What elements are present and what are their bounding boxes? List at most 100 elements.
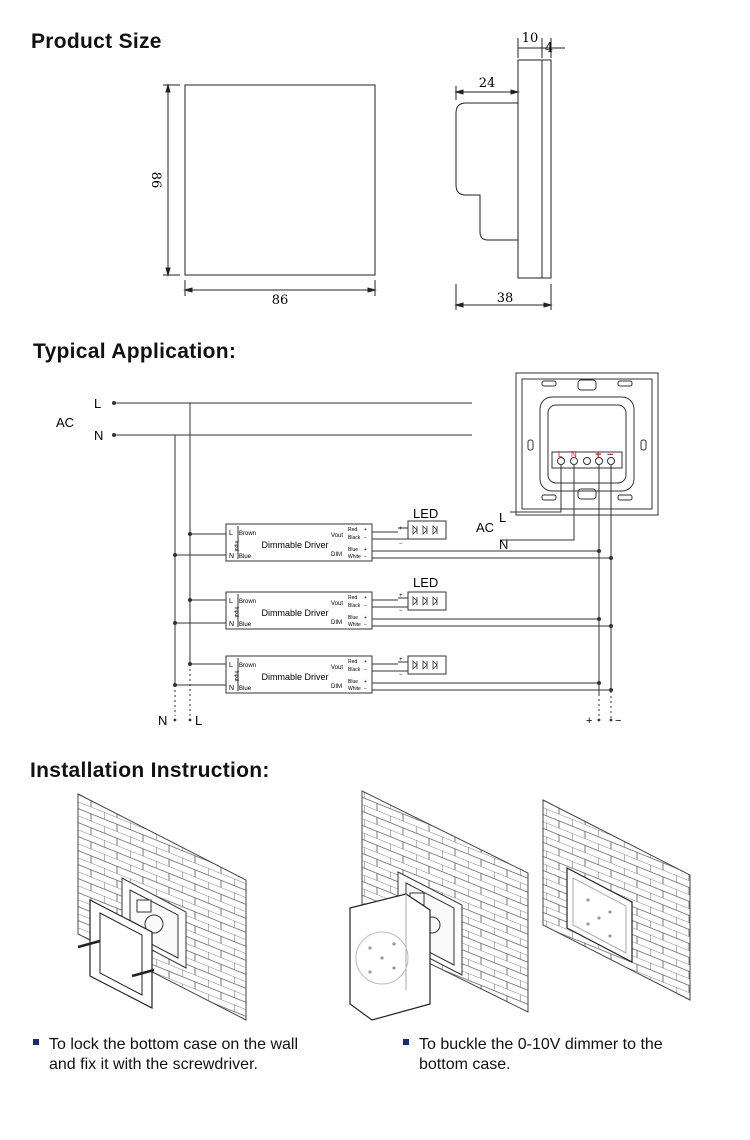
instruction-step-2-line1: To buckle the 0-10V dimmer to the: [419, 1036, 663, 1053]
instruction-step-1: To lock the bottom case on the wall and …: [33, 1035, 298, 1075]
driver2-blue-plus: +: [364, 615, 367, 621]
mains-n-label: N: [94, 428, 103, 443]
led3-plus: +: [399, 657, 403, 663]
bottom-l-label: L: [195, 713, 202, 728]
driver2-blue-out: Blue: [348, 615, 358, 621]
bottom-minus-label: −: [615, 715, 621, 727]
driver1-dim: DIM: [331, 552, 342, 558]
driver1-title: Dimmable Driver: [261, 540, 328, 550]
driver3-red-plus: +: [364, 659, 367, 665]
dim-front-height: 86: [148, 172, 163, 189]
driver1-in-l: L: [229, 530, 233, 537]
terminal-l-label: L: [558, 450, 563, 459]
led2-minus: −: [399, 608, 403, 614]
instruction-step-2-line2: bottom case.: [419, 1056, 511, 1073]
driver2-white: White: [348, 622, 361, 628]
dim-side-plate: 10: [522, 31, 539, 46]
dimmer-plate-outer: [515, 372, 659, 516]
led-box-3: [407, 655, 447, 675]
driver2-in-n: N: [229, 621, 234, 628]
driver2-red-plus: +: [364, 595, 367, 601]
led-label-2: LED: [413, 575, 438, 590]
driver3-blue-plus: +: [364, 679, 367, 685]
driver3-blue-out: Blue: [348, 679, 358, 685]
terminal-minus-label: −: [607, 449, 613, 461]
driver1-blue: Blue: [239, 554, 252, 560]
install-step-1-figure: [77, 793, 247, 1021]
dim-side-panel: 4: [545, 41, 553, 56]
driver2-brown: Brown: [239, 599, 256, 605]
driver2-vout: Vout: [331, 601, 343, 607]
driver1-input: Input: [233, 540, 239, 552]
instruction-step-2: To buckle the 0-10V dimmer to the bottom…: [403, 1035, 663, 1075]
install-step-3-figure: [542, 799, 691, 1001]
led-box-1: [407, 520, 447, 540]
installation-title: Installation Instruction:: [30, 759, 270, 782]
bullet-icon: [33, 1038, 39, 1045]
driver2-in-l: L: [229, 598, 233, 605]
led-label-1: LED: [413, 506, 438, 521]
driver3-white: White: [348, 686, 361, 692]
dimmer-module: [539, 396, 635, 492]
dim-side-total-depth: 38: [497, 291, 514, 306]
led2-plus: +: [399, 593, 403, 599]
terminal-n: [570, 457, 578, 465]
mains-l-label: L: [94, 396, 101, 411]
install-step-2-figure: [349, 790, 529, 1021]
instruction-step-1-line1: To lock the bottom case on the wall: [49, 1036, 299, 1053]
front-view-outline: [184, 84, 376, 276]
led1-minus: −: [399, 541, 403, 547]
driver2-red: Red: [348, 595, 357, 601]
driver-box-2: [225, 591, 373, 630]
driver2-black-minus: −: [364, 603, 367, 609]
driver1-blue-out: Blue: [348, 547, 358, 553]
product-size-drawing: 86 86 10 4 24 38: [148, 31, 565, 310]
dim-front-width: 86: [272, 293, 289, 308]
driver1-in-n: N: [229, 553, 234, 560]
terminal-plus: [595, 457, 603, 465]
driver3-blue: Blue: [239, 686, 252, 692]
driver3-white-minus: −: [364, 686, 367, 692]
driver3-black-minus: −: [364, 667, 367, 673]
dim-side-back-depth: 24: [479, 76, 496, 91]
driver3-red: Red: [348, 659, 357, 665]
driver3-black: Black: [348, 667, 361, 673]
driver2-white-minus: −: [364, 622, 367, 628]
driver1-black: Black: [348, 535, 361, 541]
terminal-minus: [607, 457, 615, 465]
terminal-l: [557, 457, 565, 465]
driver1-vout: Vout: [331, 533, 343, 539]
bullet-icon: [403, 1038, 409, 1045]
driver3-brown: Brown: [239, 663, 256, 669]
product-size-title: Product Size: [31, 30, 162, 53]
bottom-n-label: N: [158, 713, 167, 728]
terminal-plus-label: +: [595, 449, 601, 461]
driver2-blue: Blue: [239, 622, 252, 628]
driver2-dim: DIM: [331, 620, 342, 626]
driver1-brown: Brown: [239, 531, 256, 537]
instruction-step-1-line2: and fix it with the screwdriver.: [49, 1056, 258, 1073]
driver-box-3: [225, 655, 373, 694]
driver1-black-minus: −: [364, 535, 367, 541]
driver2-input: Input: [233, 606, 239, 618]
driver3-in-n: N: [229, 685, 234, 692]
led1-plus: +: [399, 526, 403, 532]
driver3-title: Dimmable Driver: [261, 672, 328, 682]
driver3-dim: DIM: [331, 684, 342, 690]
mains-ac-label: AC: [56, 415, 74, 430]
dimmer-n-label: N: [499, 537, 508, 552]
driver3-in-l: L: [229, 662, 233, 669]
side-view-back-box: [455, 102, 518, 241]
dimmer-plate-inner: [521, 378, 653, 510]
dimmer-l-label: L: [499, 510, 506, 525]
terminal-n-label: N: [571, 450, 577, 459]
driver3-input: Input: [233, 670, 239, 682]
dimmer-ac-label: AC: [476, 520, 494, 535]
bottom-plus-label: +: [586, 715, 592, 727]
driver-box-1: [225, 523, 373, 562]
led3-minus: −: [399, 672, 403, 678]
led-box-2: [407, 591, 447, 611]
driver2-title: Dimmable Driver: [261, 608, 328, 618]
typical-application-title: Typical Application:: [33, 340, 237, 363]
driver1-blue-plus: +: [364, 547, 367, 553]
